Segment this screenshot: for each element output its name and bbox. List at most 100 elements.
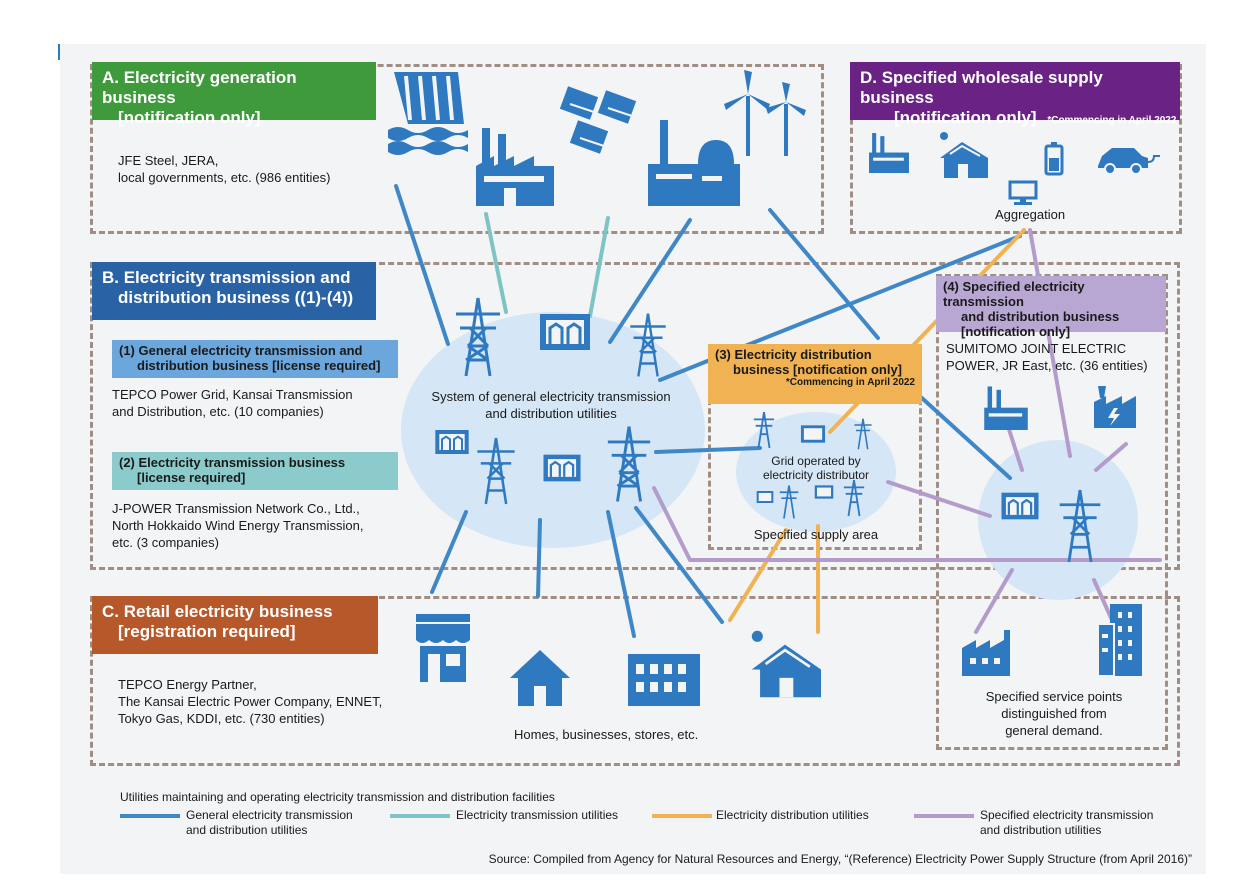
factory-icon [476,128,554,206]
sub4-box [936,274,1168,750]
wind-turbine-icon [724,70,806,156]
legend-specified-line2: and distribution utilities [980,823,1102,837]
sub2-entities-line3: etc. (3 companies) [112,535,219,550]
section-a-banner: A. Electricity generation business [noti… [92,62,376,127]
sub4-banner: (4) Specified electricity transmission a… [936,276,1166,339]
sub2-entities-line1: J-POWER Transmission Network Co., Ltd., [112,501,360,516]
general-lines [394,184,1022,638]
source-note: Source: Compiled from Agency for Natural… [488,852,1192,866]
substation-icon [814,485,834,499]
specified-points-line3: general demand. [1005,723,1103,738]
solar-panels-icon [557,84,639,157]
bubbles [401,312,1138,600]
section-d-subtitle: [notification only] [894,108,1037,127]
factory-icon [984,386,1028,430]
pylon-icon [753,411,775,449]
section-c-banner: C. Retail electricity business [registra… [92,596,378,654]
section-d-note: *Commencing in April 2022 [1047,115,1177,126]
legend-heading: Utilities maintaining and operating elec… [120,790,555,804]
section-c-entities-line3: Tokyo Gas, KDDI, etc. (730 entities) [118,711,325,726]
section-a-box [90,64,824,234]
substation-icon [1001,492,1039,520]
specified-points-line1: Specified service points [985,689,1123,704]
industrial-factory-icon [1094,386,1136,428]
house-icon [510,650,570,706]
substation-icon [435,430,469,454]
building-icon [628,654,700,706]
grid-label-line1: Grid operated by [771,454,861,468]
sub2-subtitle: [license required] [137,470,246,485]
section-b-box [90,262,1180,570]
sub4-subtitle2: [notification only] [961,324,1071,339]
sub1-subtitle: distribution business [license required] [137,358,381,373]
section-c-subtitle: [registration required] [118,622,296,641]
pylon-icon [477,437,515,505]
legend-distribution: Electricity distribution utilities [716,808,869,822]
system-bubble [401,312,705,548]
dam-icon [388,72,468,155]
section-a-subtitle: [notification only] [118,108,261,127]
store-icon [416,614,470,682]
sub4-entities-line1: SUMITOMO JOINT ELECTRIC [946,341,1127,356]
section-d-title: D. Specified wholesale supply business [860,68,1103,107]
sub4-subtitle: and distribution business [961,309,1120,324]
supply-area-label: Specified supply area [753,527,879,542]
substation-icon [543,454,581,482]
sub4-entities: SUMITOMO JOINT ELECTRIC POWER, JR East, … [946,340,1148,374]
sub1-entities-line2: and Distribution, etc. (10 companies) [112,404,324,419]
pylon-icon [1059,489,1101,563]
legend-line-distribution [652,814,712,818]
sub3-banner: (3) Electricity distribution business [n… [708,344,922,404]
sub1-entities-line1: TEPCO Power Grid, Kansai Transmission [112,387,353,402]
section-c-entities-line2: The Kansai Electric Power Company, ENNET… [118,694,383,709]
legend-general-line1: General electricity transmission [186,808,353,822]
section-a-entities: JFE Steel, JERA, local governments, etc.… [118,152,330,186]
pylon-icon [607,426,651,502]
sub3-title: (3) Electricity distribution [715,347,872,362]
system-label: System of general electricity transmissi… [406,388,696,422]
pylon-icon [779,485,799,519]
sub2-entities: J-POWER Transmission Network Co., Ltd., … [112,500,363,551]
legend-line-specified [914,814,974,818]
substation-icon [800,425,826,443]
legend-general-line2: and distribution utilities [186,823,308,837]
legend-specified-line1: Specified electricity transmission [980,808,1154,822]
sub2-banner: (2) Electricity transmission business [l… [112,452,398,490]
pylon-icon [630,313,666,377]
section-c-entities: TEPCO Energy Partner, The Kansai Electri… [118,676,382,727]
specified-points-line2: distinguished from [1001,706,1107,721]
sub3-subtitle: business [notification only] [733,362,903,377]
sub1-banner: (1) General electricity transmission and… [112,340,398,378]
solar-house-icon [940,132,988,178]
section-a-entities-line1: JFE Steel, JERA, [118,153,219,168]
sub4-title: (4) Specified electricity transmission [943,279,1085,309]
power-plant-icon [648,120,740,206]
substation-icon [756,491,774,503]
pylon-icon [854,418,872,450]
substation-icon [540,314,590,350]
grid-label: Grid operated by electricity distributor [736,454,896,482]
electric-car-icon [1098,148,1160,175]
system-label-line2: and distribution utilities [485,406,617,421]
sub2-title: (2) Electricity transmission business [119,455,346,470]
system-label-line1: System of general electricity transmissi… [431,389,671,404]
factory-icon [869,133,909,174]
office-tower-icon [1097,604,1142,677]
legend-line-general [120,814,180,818]
section-a-title: A. Electricity generation business [102,68,297,107]
sub4-entities-line2: POWER, JR East, etc. (36 entities) [946,358,1148,373]
legend-specified: Specified electricity transmission and d… [980,808,1153,838]
edge-marker [58,44,60,60]
specified-points-label: Specified service points distinguished f… [944,688,1164,739]
sub1-title: (1) General electricity transmission and [119,343,363,358]
computer-icon [1008,180,1038,205]
solar-house-icon [751,630,821,698]
section-c-entities-line1: TEPCO Energy Partner, [118,677,257,692]
legend-transmission: Electricity transmission utilities [456,808,619,822]
specified-lines [652,228,1162,634]
sub1-entities: TEPCO Power Grid, Kansai Transmission an… [112,386,353,420]
battery-icon [1044,142,1064,176]
aggregation-label: Aggregation [994,207,1066,222]
section-b-subtitle: distribution business ((1)-(4)) [118,288,354,307]
